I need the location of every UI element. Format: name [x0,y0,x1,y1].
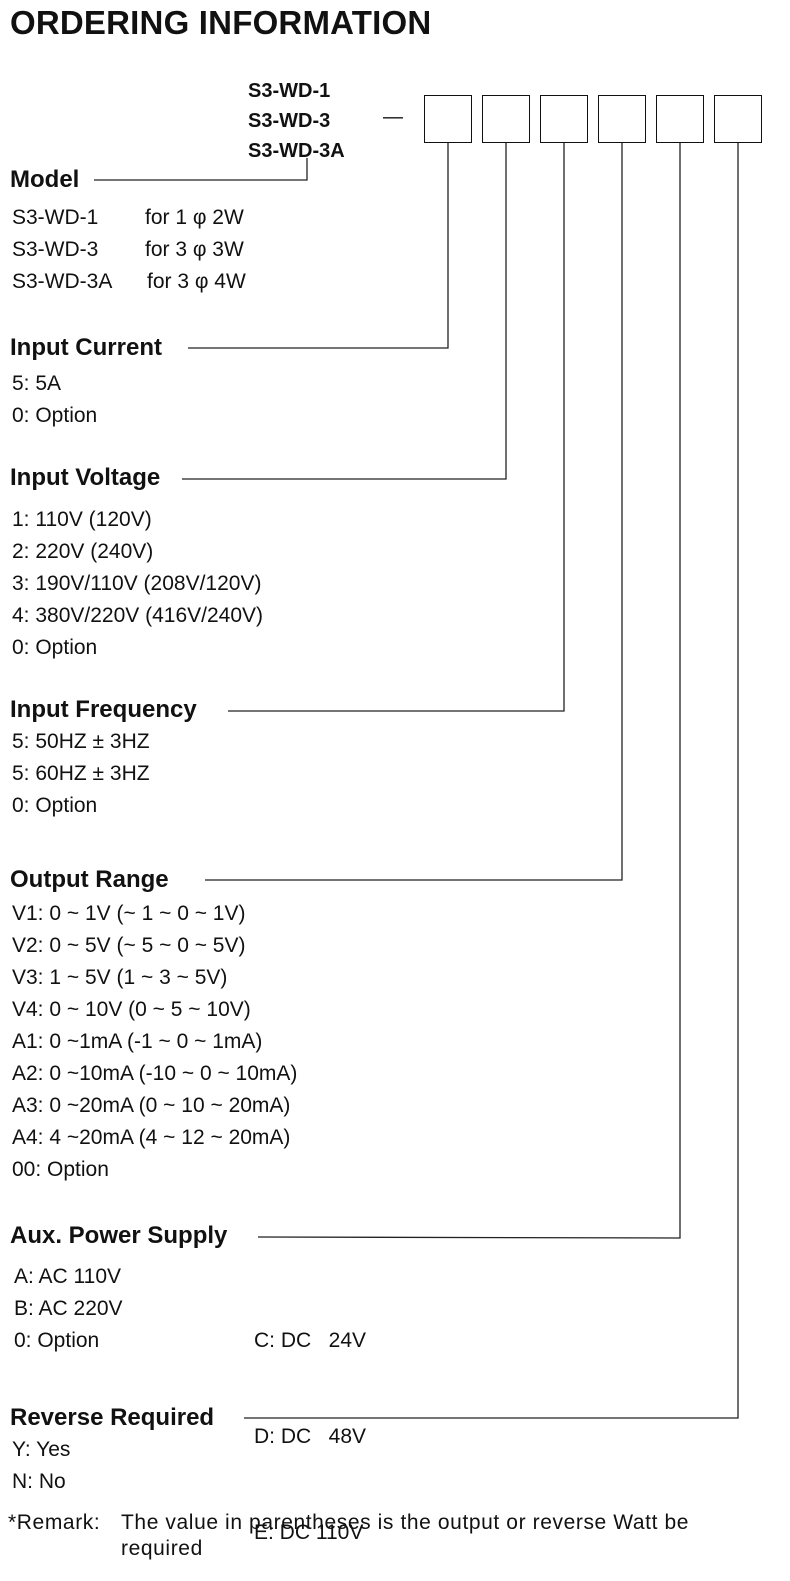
list-item: 00: Option [12,1158,109,1181]
list-item: V3: 1 ~ 5V (1 ~ 3 ~ 5V) [12,966,228,989]
aux-power-heading: Aux. Power Supply [10,1222,228,1249]
list-item: 0: Option [12,636,98,659]
list-item: V1: 0 ~ 1V (~ 1 ~ 0 ~ 1V) [12,902,246,925]
list-item: N: No [12,1470,66,1493]
code-box-reverse [714,95,762,143]
list-item: 5: 60HZ ± 3HZ [12,762,150,785]
remark-text-line1: The value in parentheses is the output o… [121,1511,690,1534]
remark-label: *Remark: [8,1511,101,1534]
reverse-heading: Reverse Required [10,1404,215,1431]
remark-text-line2: required [121,1537,203,1560]
model-code: S3-WD-3 [248,110,331,132]
input-voltage-list: 1: 110V (120V) 2: 220V (240V) 3: 190V/11… [12,504,263,664]
list-item: 5: 5A [12,372,62,395]
model-code: S3-WD-3A [248,140,345,162]
code-box-aux-power [656,95,704,143]
input-frequency-list: 5: 50HZ ± 3HZ 5: 60HZ ± 3HZ 0: Option [12,726,150,822]
code-box-input-frequency [540,95,588,143]
list-item: A1: 0 ~1mA (-1 ~ 0 ~ 1mA) [12,1030,263,1053]
input-frequency-heading: Input Frequency [10,696,197,723]
output-range-heading: Output Range [10,866,169,893]
list-item: A2: 0 ~10mA (-10 ~ 0 ~ 10mA) [12,1062,298,1085]
reverse-connector [244,143,739,1419]
page-title: ORDERING INFORMATION [10,4,432,41]
list-item: 4: 380V/220V (416V/240V) [12,604,264,627]
list-item: A3: 0 ~20mA (0 ~ 10 ~ 20mA) [12,1094,291,1117]
aux-power-connector [257,143,681,1239]
list-item: 3: 190V/110V (208V/120V) [12,572,262,595]
output-range-connector [205,143,623,881]
output-range-list: V1: 0 ~ 1V (~ 1 ~ 0 ~ 1V) V2: 0 ~ 5V (~ … [12,898,297,1186]
aux-power-list-left: A: AC 110V B: AC 220V 0: Option [14,1261,123,1357]
list-item: E: DC 110V [254,1521,364,1544]
separator-dash: — [383,106,403,128]
list-item: C: DC 24V [254,1329,367,1352]
list-item: 2: 220V (240V) [12,540,154,563]
list-item: B: AC 220V [14,1297,123,1320]
code-box-input-voltage [482,95,530,143]
list-item: V4: 0 ~ 10V (0 ~ 5 ~ 10V) [12,998,251,1021]
model-connector [94,158,308,181]
list-item: A: AC 110V [14,1265,122,1288]
code-box-output-range [598,95,646,143]
input-current-heading: Input Current [10,334,162,361]
list-item: V2: 0 ~ 5V (~ 5 ~ 0 ~ 5V) [12,934,246,957]
aux-power-list-right: C: DC 24V D: DC 48V E: DC 110V [254,1261,366,1581]
input-current-list: 5: 5A 0: Option [12,368,97,432]
model-code: S3-WD-1 [248,80,331,102]
input-voltage-heading: Input Voltage [10,464,161,491]
list-item: D: DC 48V [254,1425,367,1448]
list-item: A4: 4 ~20mA (4 ~ 12 ~ 20mA) [12,1126,291,1149]
code-box-input-current [424,95,472,143]
model-code-list: S3-WD-1 S3-WD-3 S3-WD-3A [248,76,345,166]
list-item: 0: Option [14,1329,100,1352]
list-item: 0: Option [12,404,98,427]
input-current-connector [188,143,449,349]
reverse-list: Y: Yes N: No [12,1434,70,1498]
list-item: 1: 110V (120V) [12,508,152,531]
model-heading: Model [10,166,80,193]
list-item: 0: Option [12,794,98,817]
input-voltage-connector [182,143,507,480]
input-frequency-connector [228,143,565,712]
list-item: 5: 50HZ ± 3HZ [12,730,150,753]
list-item: Y: Yes [12,1438,71,1461]
